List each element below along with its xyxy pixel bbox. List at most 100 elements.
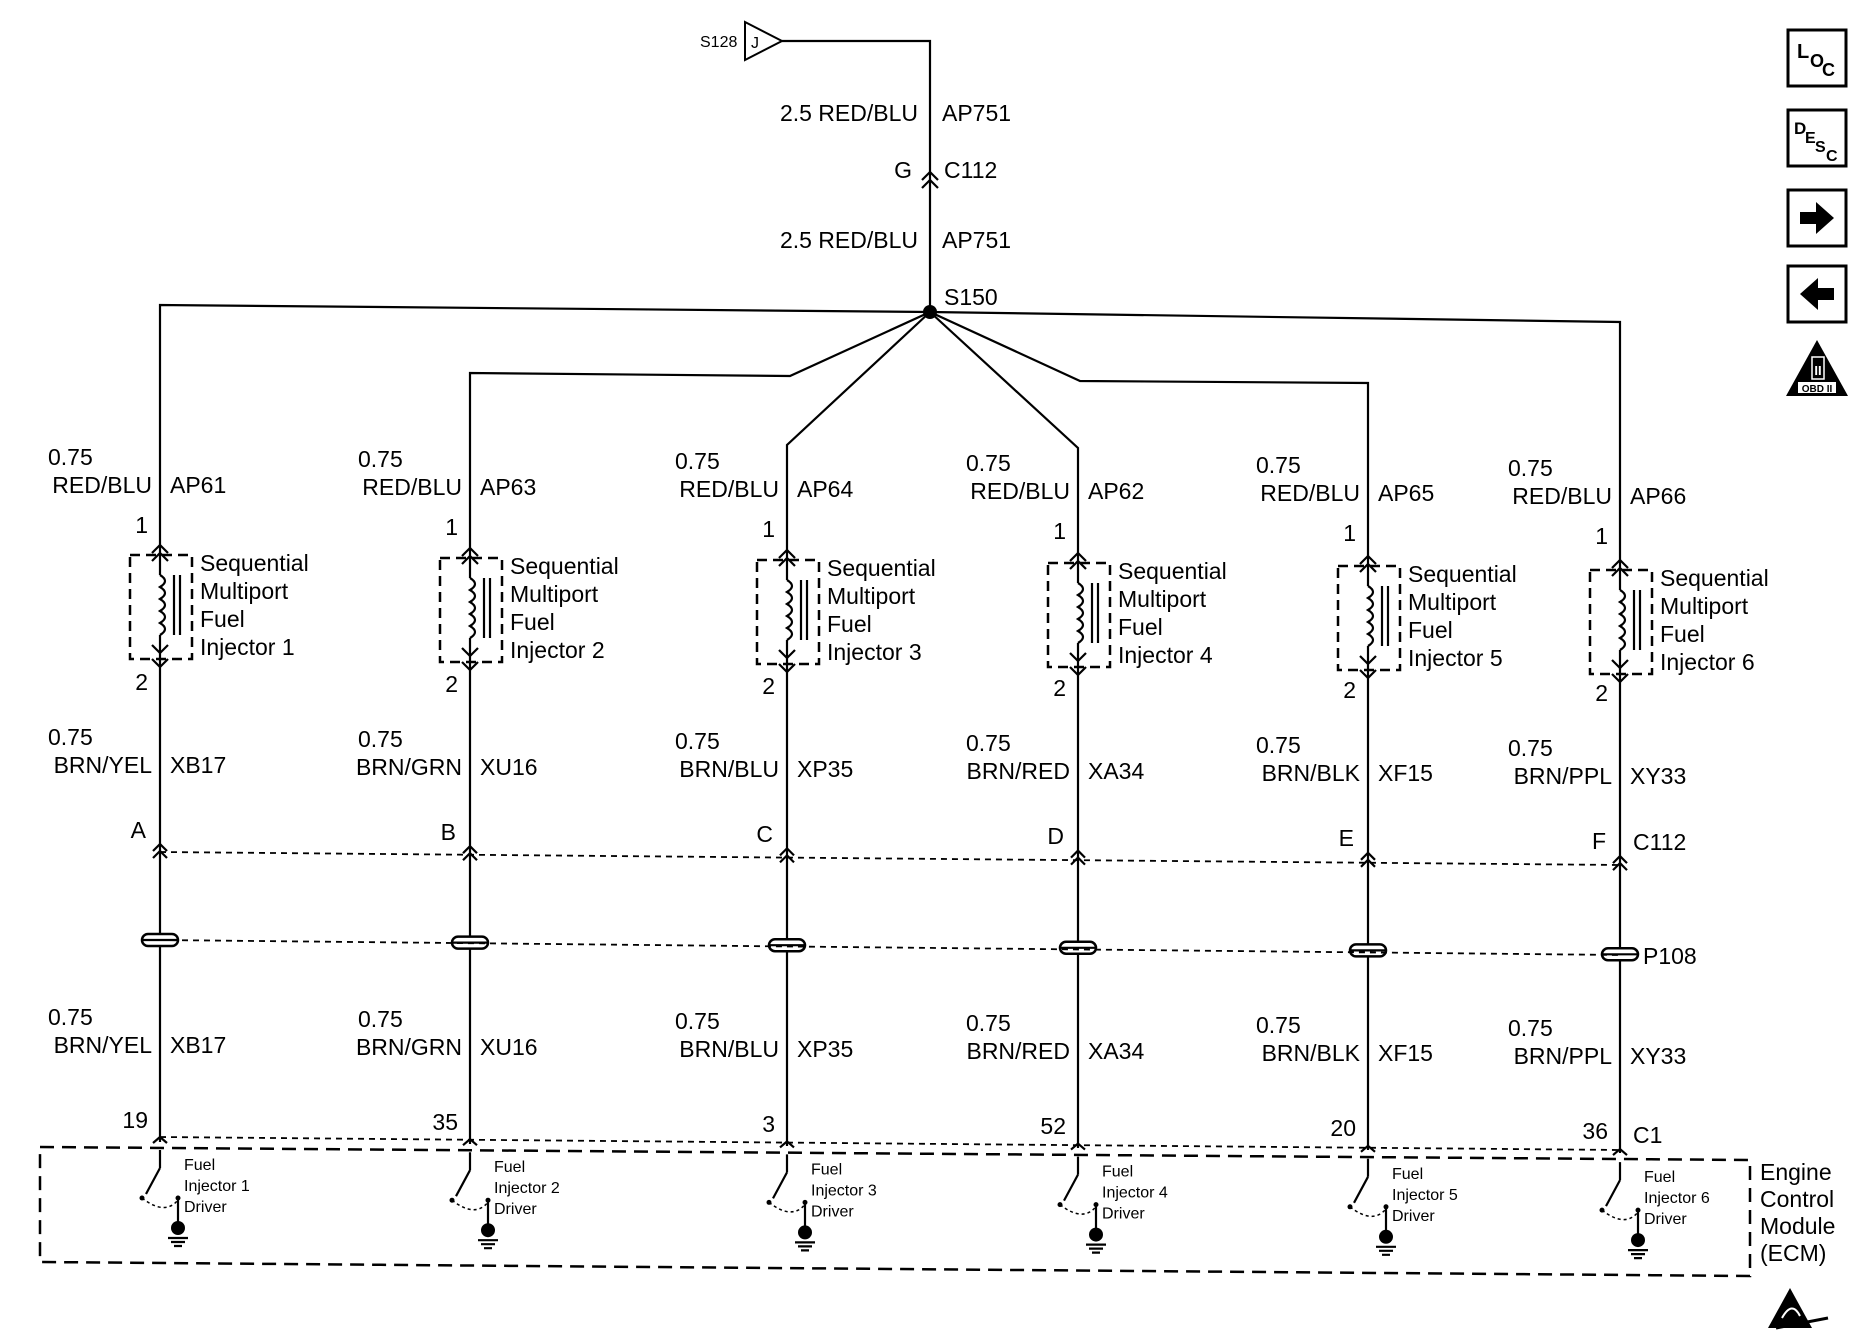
- injector-name-line: Fuel: [1118, 614, 1163, 640]
- driver-switch-icon: [139, 1150, 188, 1248]
- supply-gauge: 0.75: [966, 450, 1011, 476]
- ctrl-circuit-upper: XP35: [797, 756, 853, 782]
- pin-top: 1: [762, 516, 775, 542]
- branch-wire-injector-4[interactable]: [929, 311, 1080, 553]
- supply-circuit: AP63: [480, 474, 536, 500]
- injector-coil-icon[interactable]: [1046, 551, 1112, 677]
- ctrl-gauge-upper: 0.75: [1508, 735, 1553, 761]
- ctrl-color-lower: BRN/YEL: [54, 1032, 153, 1058]
- ecm-module-box[interactable]: [38, 1145, 1752, 1278]
- description-button[interactable]: D E S C: [1786, 108, 1848, 168]
- ecm-pin: 20: [1330, 1115, 1356, 1141]
- s128-arrow-icon[interactable]: [744, 20, 785, 62]
- ctrl-color-upper: BRN/PPL: [1514, 763, 1613, 789]
- driver-label-line: Driver: [811, 1203, 854, 1220]
- injector-name-line: Injector 1: [200, 634, 295, 660]
- branch-wire-injector-2[interactable]: [468, 310, 931, 548]
- c112-terminal-icon: [462, 844, 478, 861]
- injector-name-line: Sequential: [510, 553, 619, 579]
- ctrl-gauge-lower: 0.75: [966, 1010, 1011, 1036]
- previous-page-button[interactable]: [1786, 264, 1848, 324]
- injector-name-line: Multiport: [1408, 589, 1497, 615]
- driver-label-line: Injector 1: [184, 1178, 250, 1195]
- c1-connector-dash: [159, 1136, 1621, 1151]
- pin-bottom: 2: [1595, 680, 1608, 706]
- next-page-button[interactable]: [1786, 188, 1848, 248]
- branch-wire-injector-3[interactable]: [785, 311, 931, 550]
- ctrl-color-upper: BRN/BLU: [679, 756, 779, 782]
- supply-gauge: 0.75: [1256, 452, 1301, 478]
- c112-terminal-icon: [1612, 854, 1628, 871]
- ecm-terminal-icon: [1360, 1144, 1376, 1153]
- obd-numeral: II: [1814, 363, 1821, 378]
- ecm-pin: 36: [1582, 1118, 1608, 1144]
- supply-gauge: 0.75: [1508, 455, 1553, 481]
- supply-circuit: AP65: [1378, 480, 1434, 506]
- branch-wire-injector-1[interactable]: [158, 303, 931, 545]
- injector-coil-icon[interactable]: [1588, 558, 1654, 684]
- injector-coil-icon[interactable]: [128, 543, 194, 669]
- ctrl-gauge-upper: 0.75: [675, 728, 720, 754]
- injector-name-line: Injector 3: [827, 639, 922, 665]
- c112-pin: F: [1592, 828, 1606, 854]
- injector-name-line: Multiport: [827, 583, 916, 609]
- c112-pin: A: [131, 817, 147, 843]
- feed-upper-gauge-color: 2.5 RED/BLU: [780, 100, 918, 126]
- ecm-pin: 19: [122, 1107, 148, 1133]
- ctrl-color-lower: BRN/BLU: [679, 1036, 779, 1062]
- feed-wire[interactable]: [782, 39, 932, 312]
- driver-label-line: Driver: [494, 1201, 537, 1218]
- supply-gauge: 0.75: [48, 444, 93, 470]
- location-button[interactable]: L O C: [1786, 28, 1848, 88]
- ecm-terminal-icon: [1612, 1147, 1628, 1156]
- supply-circuit: AP64: [797, 476, 853, 502]
- supply-color: RED/BLU: [362, 474, 462, 500]
- c112-label: C112: [1633, 829, 1686, 855]
- driver-label-line: Driver: [1644, 1211, 1687, 1228]
- pin-bottom: 2: [445, 671, 458, 697]
- obd-ii-button[interactable]: II OBD II: [1786, 340, 1848, 396]
- driver-label-line: Driver: [184, 1199, 227, 1216]
- c112-top-connector: C112: [944, 157, 997, 183]
- supply-circuit: AP66: [1630, 483, 1686, 509]
- injector-coil-icon[interactable]: [755, 548, 821, 674]
- injector-name-line: Fuel: [1408, 617, 1453, 643]
- ctrl-color-upper: BRN/YEL: [54, 752, 153, 778]
- injector-name-line: Fuel: [510, 609, 555, 635]
- c112-terminal-icon: [1360, 851, 1376, 868]
- ecm-terminal-icon: [779, 1139, 795, 1149]
- pin-top: 1: [1595, 523, 1608, 549]
- c112-pin: B: [441, 819, 456, 845]
- desc-main: D: [1794, 119, 1806, 138]
- c112-pin: C: [756, 821, 773, 847]
- c112-g-terminal-icon: [921, 170, 939, 189]
- ctrl-circuit-upper: XU16: [480, 754, 538, 780]
- branch-wire-injector-5[interactable]: [929, 311, 1370, 556]
- injector-name-line: Multiport: [1118, 586, 1207, 612]
- injector-coil-icon[interactable]: [438, 546, 504, 672]
- pin-bottom: 2: [762, 673, 775, 699]
- injector-name-line: Sequential: [1118, 558, 1227, 584]
- ctrl-circuit-upper: XF15: [1378, 760, 1433, 786]
- branch-wire-injector-6[interactable]: [929, 310, 1622, 560]
- ctrl-circuit-lower: XF15: [1378, 1040, 1433, 1066]
- pin-bottom: 2: [135, 669, 148, 695]
- supply-color: RED/BLU: [970, 478, 1070, 504]
- ctrl-color-lower: BRN/PPL: [1514, 1043, 1613, 1069]
- driver-label-line: Injector 5: [1392, 1187, 1458, 1204]
- ecm-label-line-1: Engine: [1760, 1159, 1832, 1185]
- supply-color: RED/BLU: [1260, 480, 1360, 506]
- feed-lower-gauge-color: 2.5 RED/BLU: [780, 227, 918, 253]
- loc-sub: O: [1810, 51, 1824, 71]
- loc-main: L: [1797, 41, 1809, 63]
- injector-coil-icon[interactable]: [1336, 554, 1402, 680]
- ctrl-color-lower: BRN/BLK: [1262, 1040, 1361, 1066]
- driver-label-line: Injector 4: [1102, 1185, 1168, 1202]
- supply-gauge: 0.75: [675, 448, 720, 474]
- driver-label-line: Injector 6: [1644, 1190, 1710, 1207]
- injector-name-line: Multiport: [510, 581, 599, 607]
- injector-name-line: Injector 2: [510, 637, 605, 663]
